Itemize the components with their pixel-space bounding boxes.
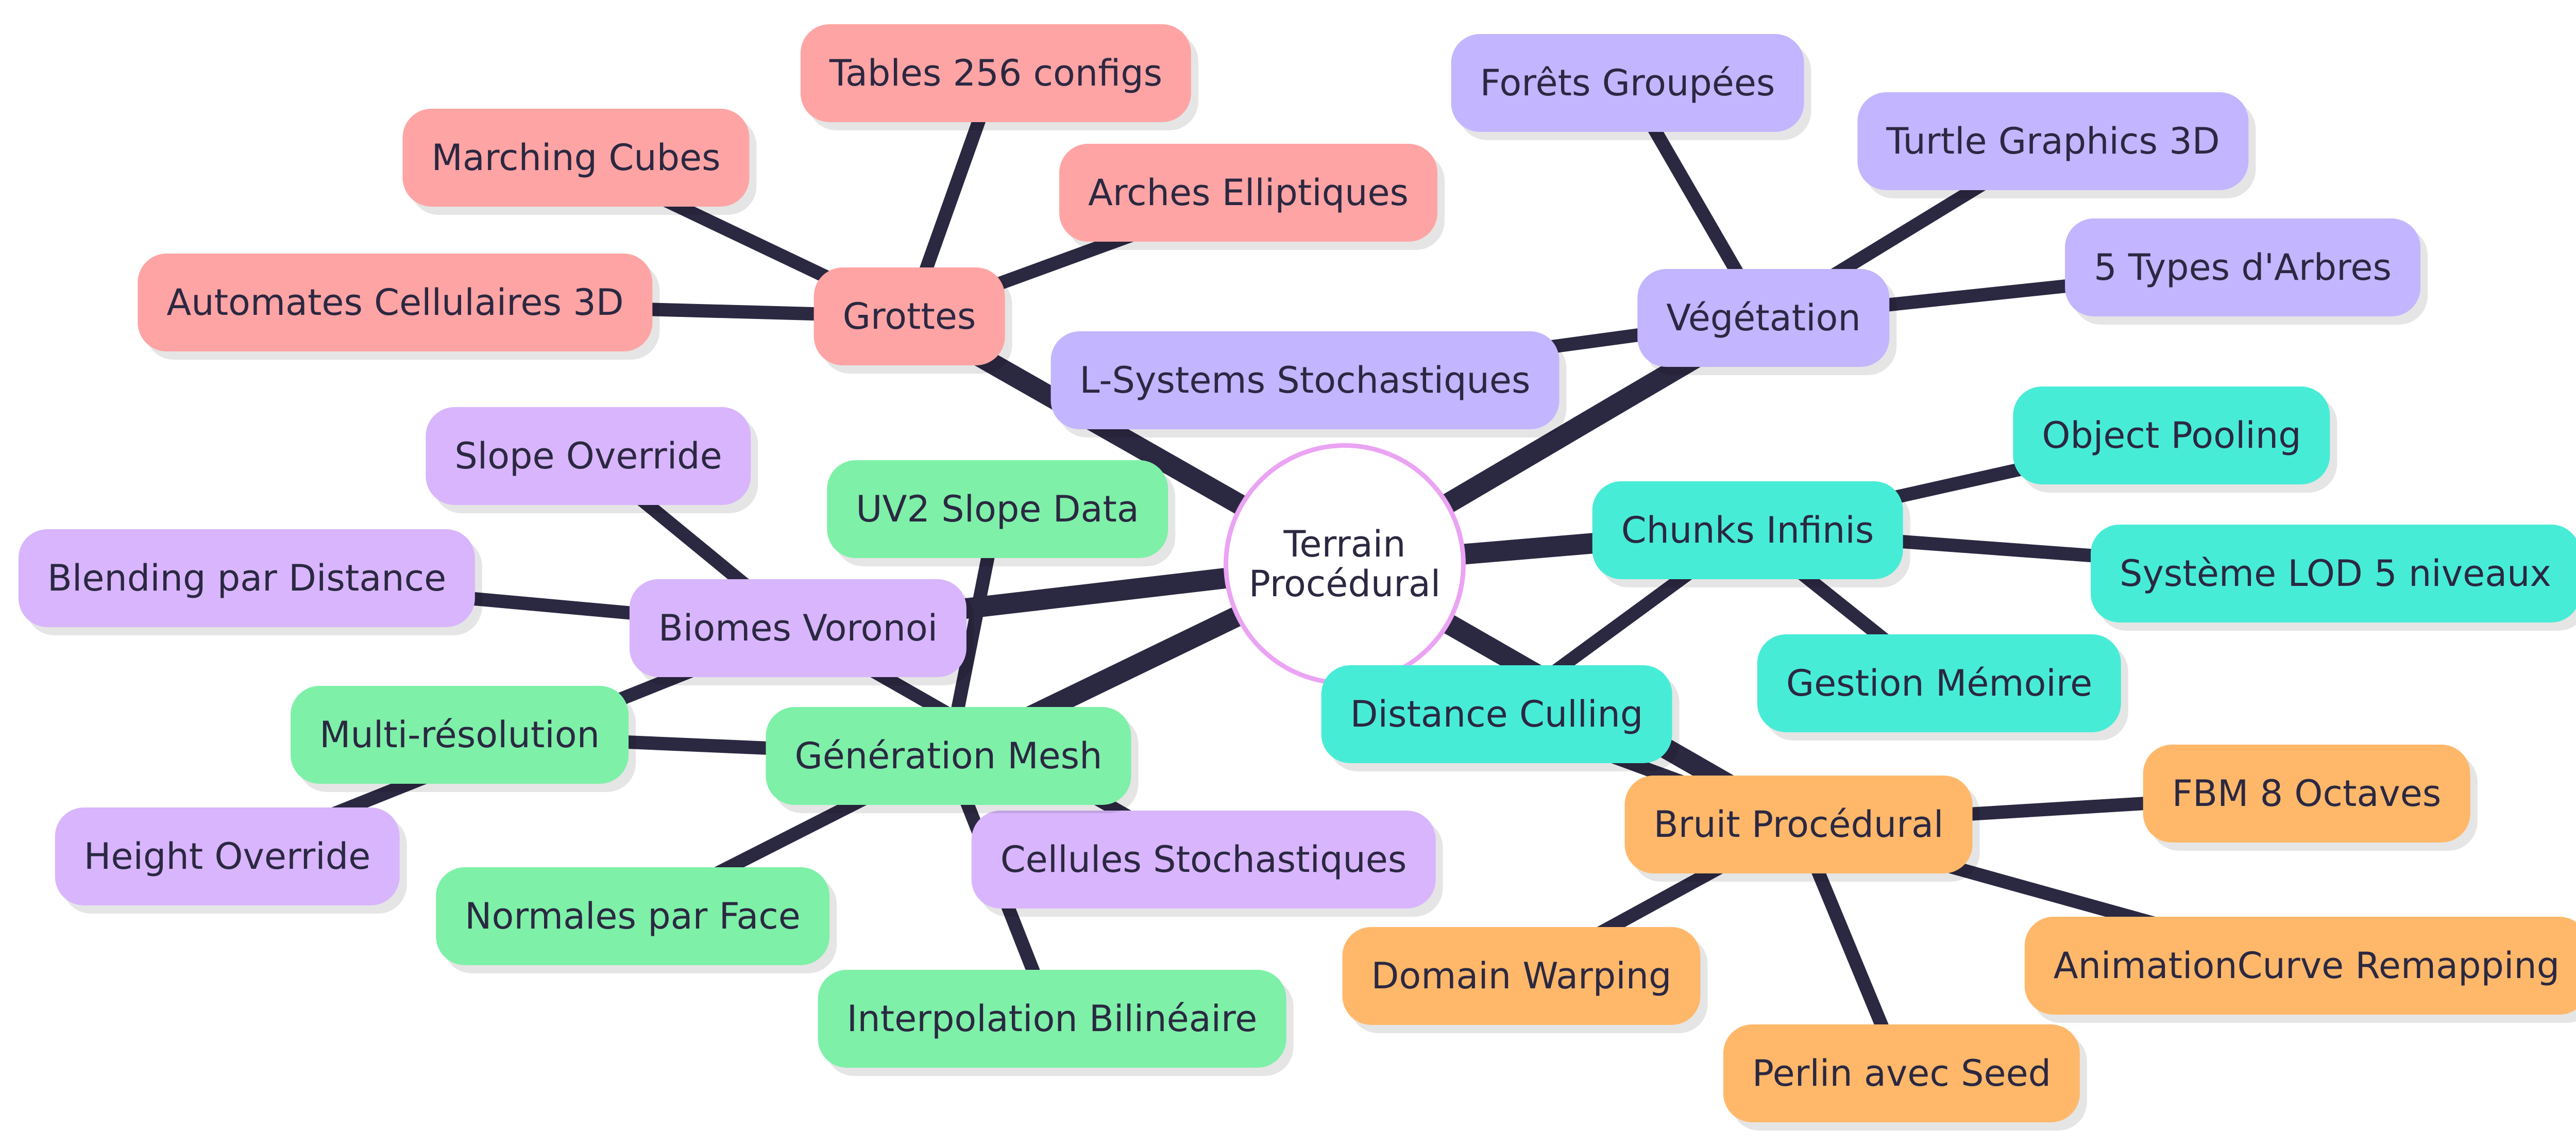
node-chunks-infinis[interactable]: Chunks Infinis: [1592, 481, 1903, 579]
central-topic-terrain-procedural[interactable]: Terrain Procédural: [1224, 443, 1466, 685]
node-grottes[interactable]: Grottes: [814, 267, 1005, 365]
node-uv2-slope-data[interactable]: UV2 Slope Data: [827, 460, 1168, 558]
node-gestion-memoire[interactable]: Gestion Mémoire: [1757, 634, 2122, 732]
node-cellules-stochastiques[interactable]: Cellules Stochastiques: [971, 811, 1436, 908]
node-turtle-graphics-3d[interactable]: Turtle Graphics 3D: [1857, 92, 2249, 190]
node-interpolation-bilineaire[interactable]: Interpolation Bilinéaire: [818, 970, 1286, 1068]
node-normales-par-face[interactable]: Normales par Face: [436, 867, 829, 965]
node-domain-warping[interactable]: Domain Warping: [1342, 927, 1701, 1025]
node-multi-resolution[interactable]: Multi-résolution: [291, 686, 629, 784]
node-automates-cellulaires-3d[interactable]: Automates Cellulaires 3D: [138, 254, 653, 351]
node-arches-elliptiques[interactable]: Arches Elliptiques: [1059, 144, 1438, 242]
node-distance-culling[interactable]: Distance Culling: [1321, 665, 1672, 763]
node-systeme-lod[interactable]: Système LOD 5 niveaux: [2091, 525, 2576, 622]
node-fbm-8-octaves[interactable]: FBM 8 Octaves: [2143, 745, 2470, 843]
node-object-pooling[interactable]: Object Pooling: [2013, 386, 2330, 484]
node-animationcurve-remapping[interactable]: AnimationCurve Remapping: [2024, 917, 2576, 1015]
node-bruit-procedural[interactable]: Bruit Procédural: [1624, 776, 1973, 873]
node-forets-groupees[interactable]: Forêts Groupées: [1451, 34, 1804, 132]
node-blending-par-distance[interactable]: Blending par Distance: [18, 529, 476, 627]
node-marching-cubes[interactable]: Marching Cubes: [402, 109, 750, 207]
node-tables-256-configs[interactable]: Tables 256 configs: [800, 24, 1192, 122]
central-topic-line-1: Terrain: [1283, 523, 1406, 565]
node-slope-override[interactable]: Slope Override: [426, 407, 751, 505]
node-height-override[interactable]: Height Override: [55, 807, 400, 905]
central-topic-line-2: Procédural: [1248, 563, 1441, 605]
node-biomes-voronoi[interactable]: Biomes Voronoi: [629, 579, 967, 677]
node-generation-mesh[interactable]: Génération Mesh: [766, 707, 1131, 805]
node-l-systems-stochastiques[interactable]: L-Systems Stochastiques: [1050, 331, 1560, 429]
node-vegetation[interactable]: Végétation: [1637, 269, 1890, 367]
node-5-types-arbres[interactable]: 5 Types d'Arbres: [2065, 218, 2420, 316]
node-perlin-avec-seed[interactable]: Perlin avec Seed: [1723, 1024, 2080, 1122]
